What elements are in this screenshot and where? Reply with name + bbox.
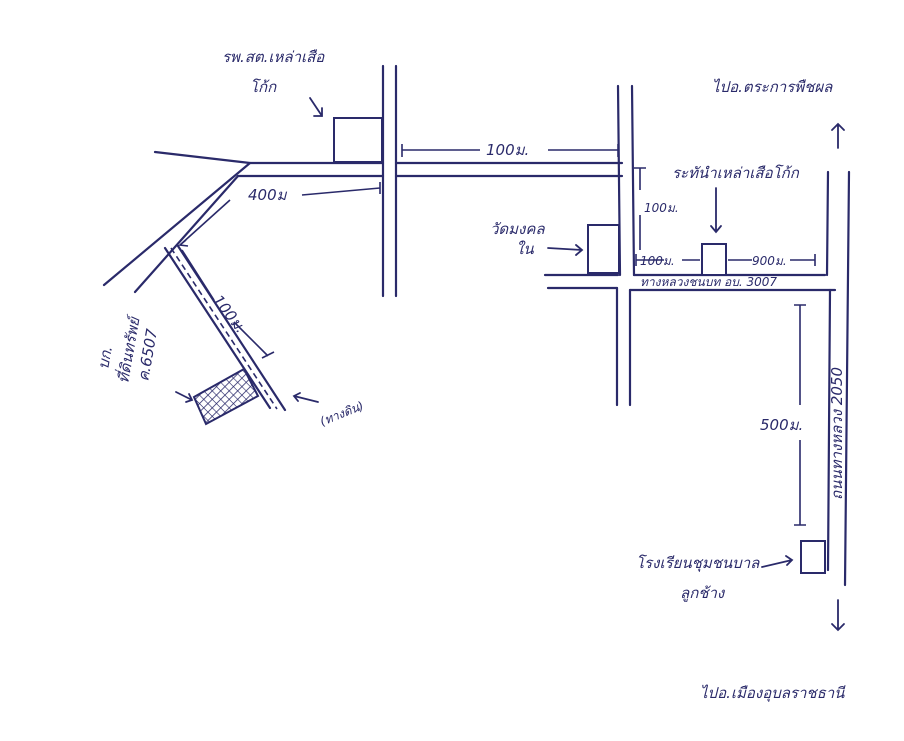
dimension-lines — [178, 144, 816, 526]
temple-label-line1: วัดมงคล — [490, 220, 545, 238]
dim-100-diag — [181, 249, 275, 359]
asset-arrow — [175, 391, 194, 403]
school-label-line2: ลูกช้าง — [680, 584, 726, 602]
dim-400-label: 400ม — [248, 186, 288, 204]
school-building — [800, 540, 826, 574]
school-label-line1: โรงเรียนชุมชนบาล — [636, 554, 760, 572]
temple-building — [587, 224, 620, 274]
dirt-road-edge-right — [176, 244, 287, 412]
dim-400 — [301, 182, 381, 196]
dirt-road-label: (ทางดิน) — [318, 399, 366, 429]
dim-900 — [728, 254, 816, 266]
roads — [102, 64, 851, 587]
dim-400-left-arrow — [178, 199, 231, 247]
dirt-road-edge-left — [163, 246, 272, 410]
dim-100-diag-label: 100ม. — [209, 291, 250, 336]
temple-label-line2: ใน — [516, 240, 534, 258]
water-tank-arrow — [710, 187, 722, 234]
pointer-arrows — [175, 97, 845, 632]
to-top-label: ไปอ.ตระการพืชผล — [712, 78, 833, 96]
hospital-building — [333, 117, 383, 163]
water-tank-label: ระทันำเหล่าเสือโก้ก — [672, 164, 800, 182]
dim-900-label: 900ม. — [752, 254, 787, 268]
water-tank-building — [701, 243, 727, 276]
dim-100-vert-label: 100ม. — [644, 201, 679, 215]
road-highway-right — [843, 170, 851, 587]
to-bottom-label: ไปอ.เมืองอุบลราชธานี — [700, 684, 846, 702]
dim-500 — [794, 304, 806, 526]
hospital-label-line2: โก้ก — [250, 78, 277, 96]
dim-500-label: 500ม. — [760, 416, 803, 434]
dim-100-left-label: 100ม. — [640, 254, 675, 268]
dim-100-top — [401, 144, 619, 157]
rural-road-label: ทางหลวงชนบท อบ. 3007 — [640, 275, 777, 289]
dirt-road-arrow — [292, 392, 319, 403]
school-arrow — [761, 555, 794, 568]
temple-arrow — [547, 244, 584, 256]
dim-100-vert — [634, 167, 646, 250]
road-right-vertical-right — [630, 84, 636, 277]
hospital-arrow — [309, 97, 323, 117]
dirt-road-center-dash — [170, 247, 278, 410]
dim-100-top-label: 100ม. — [486, 141, 529, 159]
road-rural-lower — [546, 286, 837, 292]
road-highway-left — [825, 170, 832, 572]
highway-label: ถนนทางหลวง 2050 — [828, 367, 846, 500]
asset-parcel — [192, 367, 260, 426]
road-diagonal-lower — [133, 174, 240, 294]
asset-label-line1: บก. — [94, 345, 116, 371]
road-diagonal-upper — [102, 161, 252, 287]
down-direction-arrow — [831, 599, 845, 632]
up-direction-arrow — [831, 122, 845, 149]
hospital-label-line1: รพ.สต.เหล่าเสือ — [222, 48, 325, 66]
dim-100-left — [635, 254, 700, 266]
